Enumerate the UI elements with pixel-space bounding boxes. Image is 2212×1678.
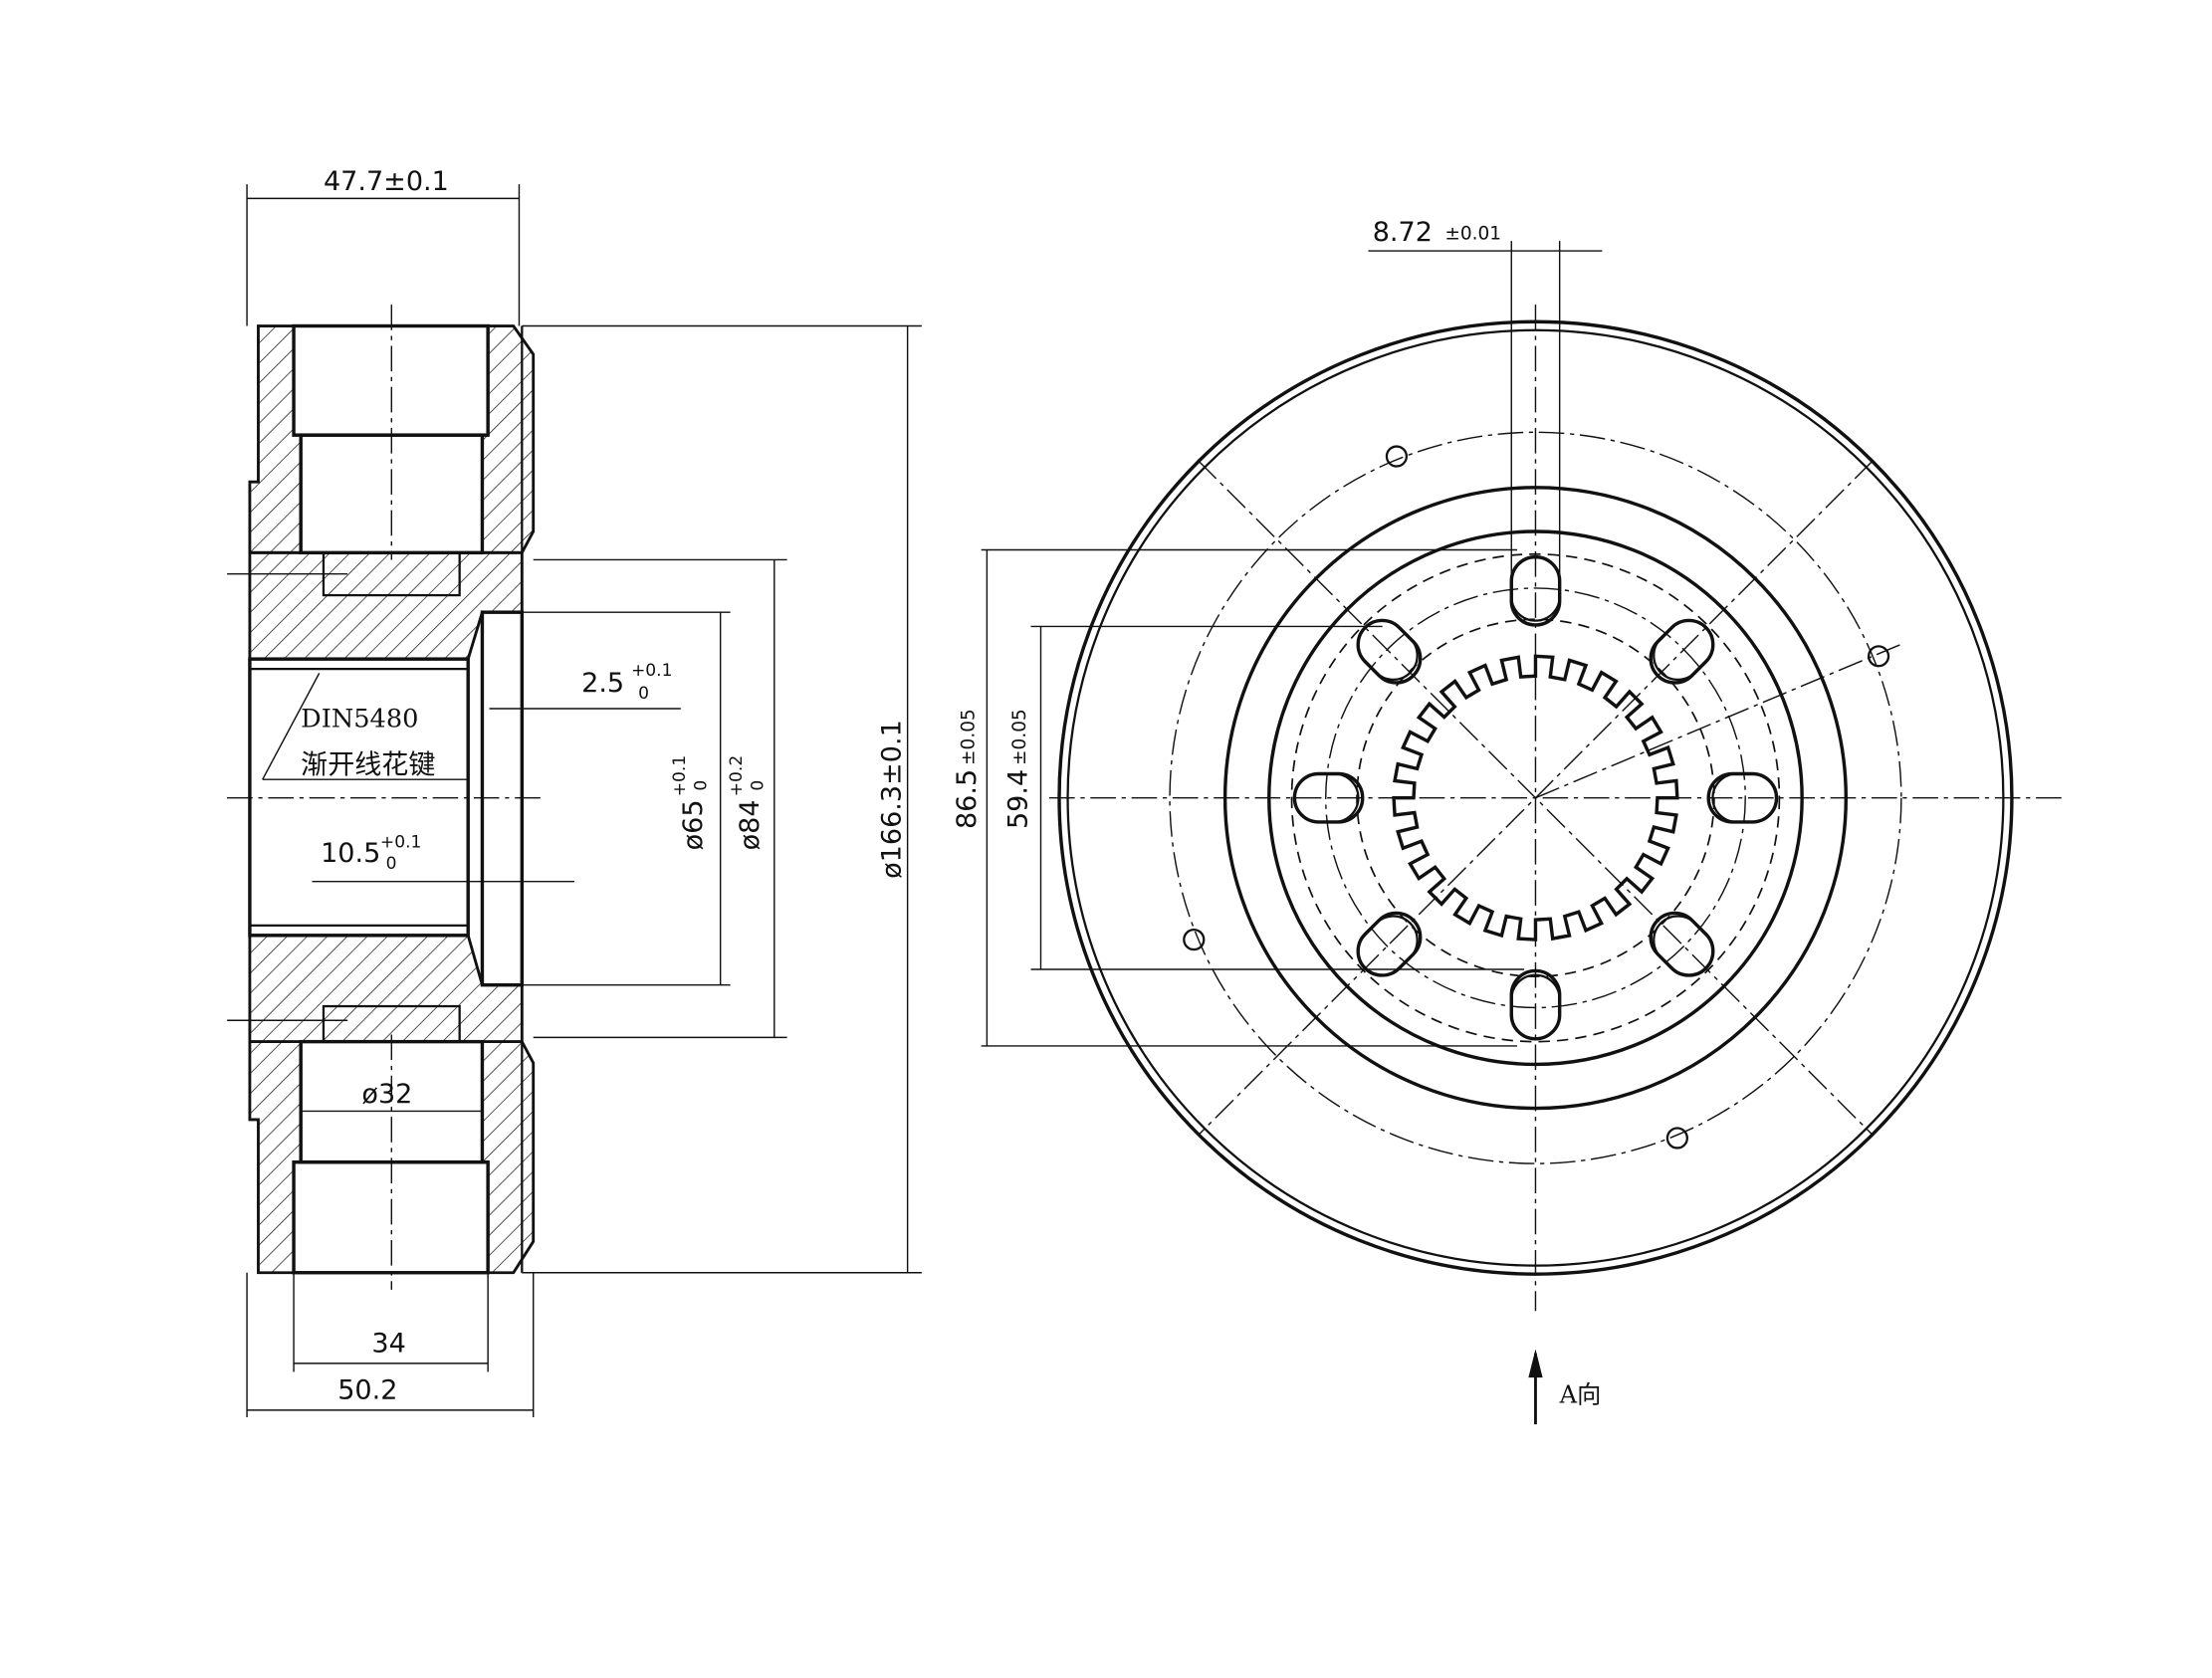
spline-profile xyxy=(1392,654,1679,942)
dim-dia84: ø84 xyxy=(735,799,766,850)
dim-dia84-tol-upper: +0.2 xyxy=(727,755,747,796)
view-label: A向 xyxy=(1559,1381,1602,1409)
dim-59: 59.4 xyxy=(1002,769,1033,829)
front-view xyxy=(981,241,2064,1425)
dim-slot-width-tol: ±0.01 xyxy=(1444,224,1501,245)
dim-overall-width: 47.7±0.1 xyxy=(324,166,449,197)
spline-standard: DIN5480 xyxy=(301,705,418,734)
dim-bottom-width: 50.2 xyxy=(337,1374,397,1405)
side-section-view xyxy=(227,184,922,1417)
front-view-annotations: 8.72 ±0.01 86.5 ±0.05 59.4 ±0.05 A向 xyxy=(952,217,1601,1409)
view-arrow-icon xyxy=(1528,1349,1543,1378)
dim-outer-dia: ø166.3±0.1 xyxy=(877,720,908,879)
dim-bore-length: 34 xyxy=(371,1328,405,1359)
dim-recess-tol-upper: +0.1 xyxy=(631,661,672,681)
dim-step: 10.5 xyxy=(321,838,380,869)
pin-hole xyxy=(1385,445,1409,468)
dim-step-tol-lower: 0 xyxy=(386,854,397,874)
bolt-slot xyxy=(1509,968,1562,1041)
dim-86: 86.5 xyxy=(952,769,983,829)
dim-86-tol: ±0.05 xyxy=(959,709,980,765)
dim-59-tol: ±0.05 xyxy=(1009,709,1030,765)
bolt-slot xyxy=(1356,911,1423,977)
dim-slot-width: 8.72 xyxy=(1373,217,1433,248)
pin-hole xyxy=(1665,1127,1688,1150)
dim-dia65-tol-lower: 0 xyxy=(691,780,711,791)
pin-hole xyxy=(1867,645,1890,668)
bolt-slot xyxy=(1706,771,1779,824)
dim-dia65-tol-upper: +0.1 xyxy=(670,755,690,796)
dim-recess-tol-lower: 0 xyxy=(638,684,649,704)
bolt-slot xyxy=(1649,911,1715,977)
bolt-slot xyxy=(1292,771,1365,824)
dim-dia84-tol-lower: 0 xyxy=(748,780,768,791)
bolt-slot xyxy=(1356,618,1423,685)
dim-recess-depth: 2.5 xyxy=(581,668,624,699)
bolt-slot xyxy=(1649,618,1715,685)
dim-step-tol-upper: +0.1 xyxy=(380,833,421,853)
pin-hole xyxy=(1183,928,1206,951)
spline-note: 渐开线花键 xyxy=(301,749,435,780)
dim-bore-dia: ø32 xyxy=(361,1079,412,1110)
dim-dia65: ø65 xyxy=(678,799,709,850)
side-view-annotations: 47.7±0.1 50.2 34 ø32 DIN5480 渐开线花键 2.5 +… xyxy=(301,166,907,1406)
